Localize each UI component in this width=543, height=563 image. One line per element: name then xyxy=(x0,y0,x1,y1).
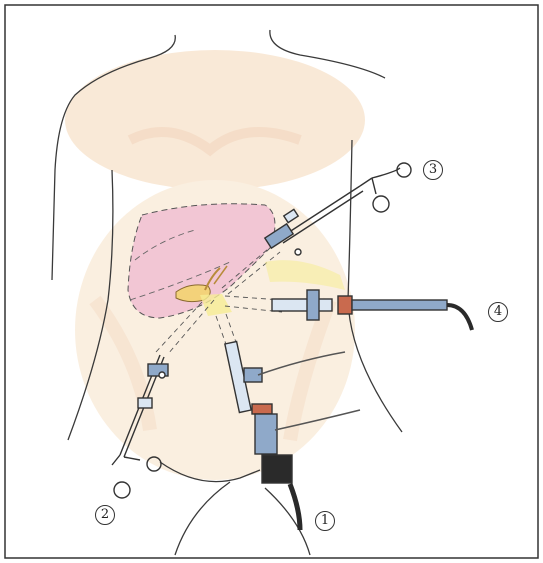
port-label-1: 1 xyxy=(315,511,335,531)
port-label-4: 4 xyxy=(488,302,508,322)
port-label-2: 2 xyxy=(95,505,115,525)
port-label-3: 3 xyxy=(423,160,443,180)
